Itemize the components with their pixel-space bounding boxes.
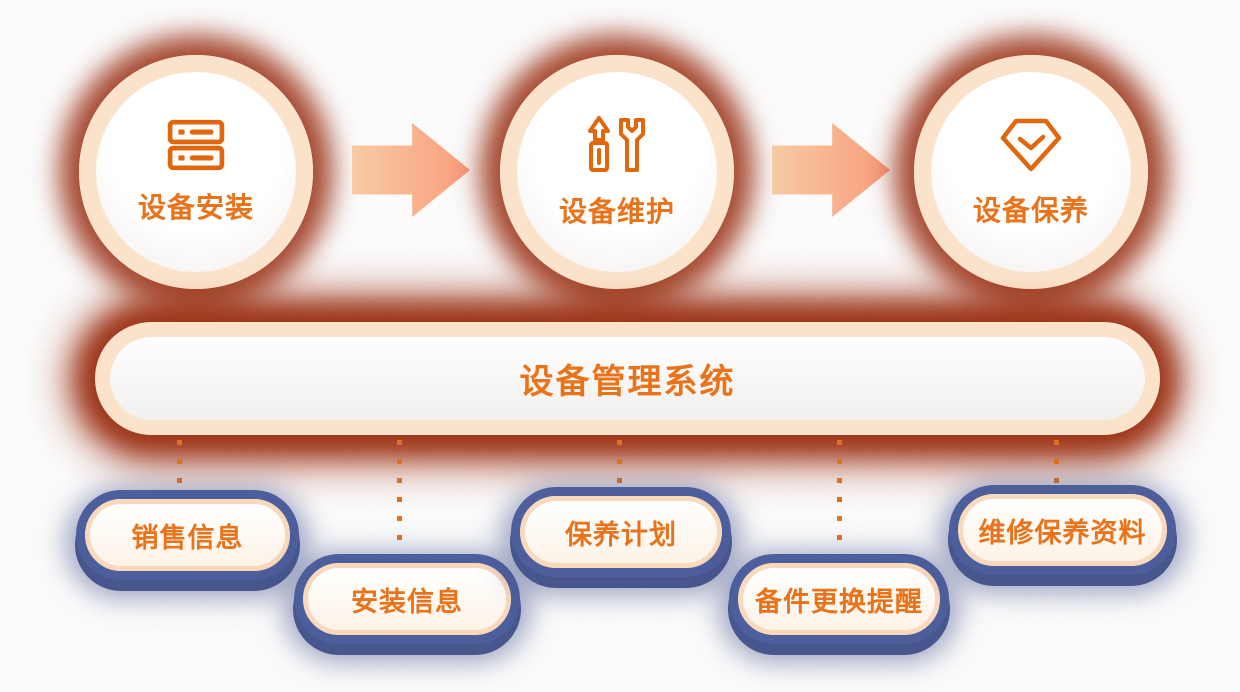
module-pill-repair-records: 维修保养资料	[958, 494, 1167, 566]
step-label: 设备安装	[137, 191, 254, 223]
module-label: 保养计划	[565, 519, 677, 550]
screwdriver-wrench-icon	[585, 115, 649, 175]
system-banner: 设备管理系统	[95, 322, 1160, 435]
gem-check-icon	[999, 116, 1063, 174]
module-label: 备件更换提醒	[755, 586, 923, 617]
module-pill-spare-part-reminder: 备件更换提醒	[738, 563, 940, 635]
flow-arrow-right-icon	[352, 123, 470, 217]
module-label: 安装信息	[351, 586, 463, 617]
module-pill-installation-info: 安装信息	[303, 563, 511, 635]
flow-arrow-right-icon	[772, 123, 890, 217]
module-label: 维修保养资料	[978, 517, 1147, 548]
step-node-maintenance: 设备维护	[500, 55, 734, 289]
server-icon	[167, 119, 225, 171]
step-label: 设备维护	[558, 195, 675, 227]
module-label: 销售信息	[131, 522, 244, 553]
step-label: 设备保养	[972, 194, 1089, 226]
dotted-connector	[397, 440, 402, 552]
dotted-connector	[1054, 440, 1059, 485]
dotted-connector	[617, 440, 622, 487]
module-pill-sales-info: 销售信息	[85, 499, 290, 571]
module-pill-maintenance-plan: 保养计划	[520, 496, 722, 568]
dotted-connector	[837, 440, 842, 552]
system-title: 设备管理系统	[519, 363, 736, 401]
step-node-upkeep: 设备保养	[914, 55, 1148, 289]
step-node-installation: 设备安装	[79, 55, 313, 289]
dotted-connector	[177, 440, 182, 488]
